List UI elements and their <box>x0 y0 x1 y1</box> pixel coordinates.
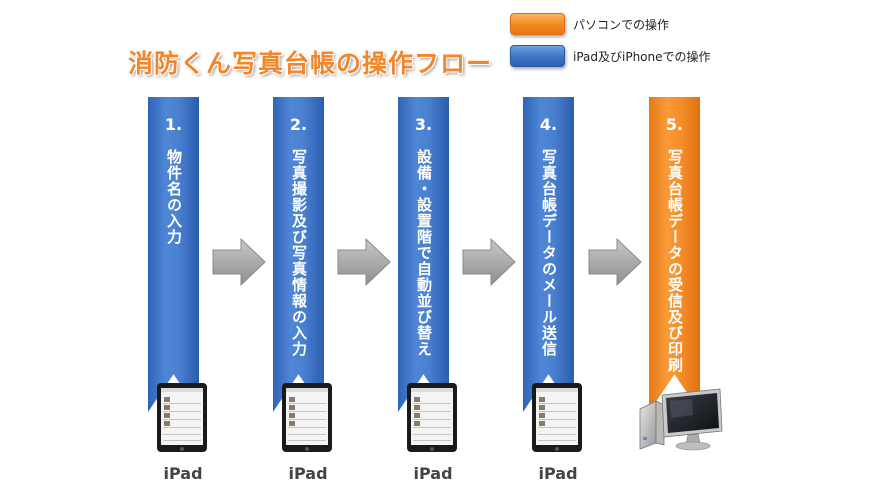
step-4-banner: 4. 写真台帳データのメール送信 <box>523 97 574 412</box>
desktop-computer-icon <box>639 388 723 451</box>
step-3-banner: 3. 設備・設置階で自動並び替え <box>398 97 449 412</box>
legend-pc-swatch <box>510 13 565 35</box>
step-2-text: 写真撮影及び写真情報の入力 <box>290 149 308 357</box>
step-3-text: 設備・設置階で自動並び替え <box>415 149 433 357</box>
step-3-number: 3. <box>414 115 433 134</box>
step-4-number: 4. <box>539 115 558 134</box>
legend-ipad-swatch <box>510 45 565 67</box>
step-1-number: 1. <box>164 115 183 134</box>
right-arrow-icon <box>462 237 516 287</box>
step-2-device-label: iPad <box>288 464 328 483</box>
legend-ipad: iPad及びiPhoneでの操作 <box>510 45 711 67</box>
step-4-device-label: iPad <box>538 464 578 483</box>
step-4-text: 写真台帳データのメール送信 <box>540 149 558 357</box>
step-5-banner: 5. 写真台帳データの受信及び印刷 <box>649 97 700 412</box>
legend-ipad-label: iPad及びiPhoneでの操作 <box>573 49 711 64</box>
ipad-icon <box>282 383 332 452</box>
legend-pc-label: パソコンでの操作 <box>573 17 670 32</box>
right-arrow-icon <box>212 237 266 287</box>
step-5-number: 5. <box>665 115 684 134</box>
ipad-icon <box>407 383 457 452</box>
ipad-icon <box>157 383 207 452</box>
right-arrow-icon <box>588 237 642 287</box>
step-2-banner: 2. 写真撮影及び写真情報の入力 <box>273 97 324 412</box>
step-1-banner: 1. 物件名の入力 <box>148 97 199 412</box>
ipad-icon <box>532 383 582 452</box>
legend-pc: パソコンでの操作 <box>510 13 669 35</box>
step-2-number: 2. <box>289 115 308 134</box>
step-5-text: 写真台帳データの受信及び印刷 <box>666 149 684 373</box>
step-1-device-label: iPad <box>163 464 203 483</box>
right-arrow-icon <box>337 237 391 287</box>
step-3-device-label: iPad <box>413 464 453 483</box>
step-1-text: 物件名の入力 <box>165 149 183 245</box>
page-title: 消防くん写真台帳の操作フロー <box>128 49 493 78</box>
